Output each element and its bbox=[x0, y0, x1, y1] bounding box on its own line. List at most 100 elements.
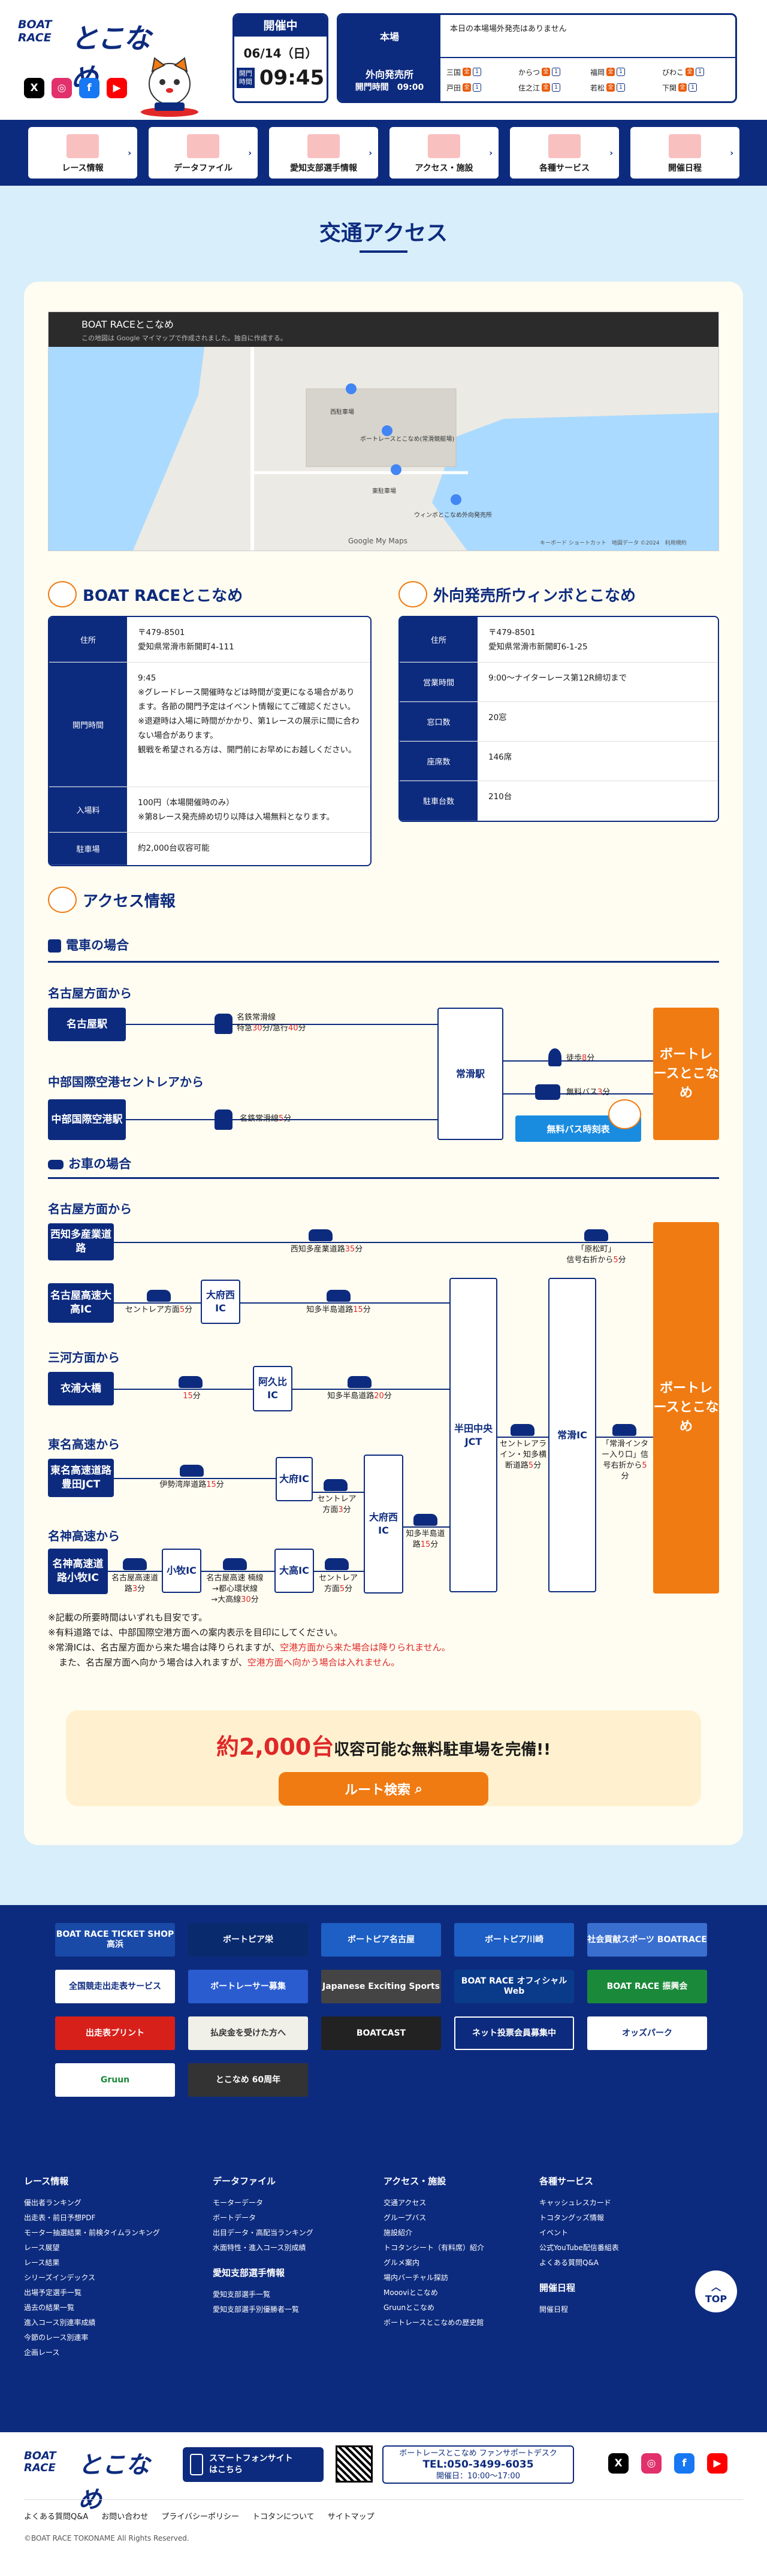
instagram-icon[interactable]: ◎ bbox=[52, 78, 72, 98]
footer-link[interactable]: イベント bbox=[539, 2229, 569, 2237]
footer-link[interactable]: 進入コース別連率成績 bbox=[24, 2318, 96, 2327]
banner-race-card[interactable]: 全国競走出走表サービス bbox=[55, 1970, 175, 2003]
banner-japanese-exciting[interactable]: Japanese Exciting Sports bbox=[321, 1970, 441, 2003]
google-map[interactable]: BOAT RACEとこなめ この地図は Google マイマップで作成されました… bbox=[48, 312, 719, 551]
chevron-right-icon: › bbox=[489, 149, 493, 158]
meishin-komaki-ic: 名神高速道路小牧IC bbox=[48, 1549, 108, 1594]
footer-link-contact[interactable]: お問い合わせ bbox=[101, 2512, 149, 2521]
table-value: 20窓 bbox=[488, 713, 507, 722]
footer-link[interactable]: グルメ案内 bbox=[384, 2258, 420, 2267]
footer-link[interactable]: ボートデータ bbox=[213, 2214, 256, 2222]
boat-race-logo[interactable]: BOAT RACE bbox=[18, 18, 52, 44]
footer-link[interactable]: 水面特性・進入コース別成績 bbox=[213, 2244, 306, 2252]
nav-aichi-racers[interactable]: 愛知支部選手情報› bbox=[269, 127, 378, 179]
banner-kawasaki[interactable]: ボートピア川崎 bbox=[454, 1923, 574, 1957]
footer-link[interactable]: 優出者ランキング bbox=[24, 2199, 81, 2207]
obu-west-ic: 大府西IC bbox=[201, 1280, 240, 1324]
banner-sakae[interactable]: ボートピア栄 bbox=[188, 1923, 308, 1957]
footer-link[interactable]: 施設紹介 bbox=[384, 2229, 413, 2237]
from-tomei-label: 東名高速から bbox=[48, 1437, 120, 1452]
footer-link[interactable]: 交通アクセス bbox=[384, 2199, 427, 2207]
centrair-station: 中部国際空港駅 bbox=[48, 1099, 126, 1140]
nav-access[interactable]: アクセス・施設› bbox=[389, 127, 499, 179]
footer-link-tokotan[interactable]: トコタンについて bbox=[252, 2512, 315, 2521]
footer-link-sitemap[interactable]: サイトマップ bbox=[327, 2512, 375, 2521]
facebook-icon[interactable]: f bbox=[79, 78, 99, 98]
meishin-route-3: セントレア方面5分 bbox=[318, 1574, 358, 1594]
map-pin-winbo[interactable]: ウィンボとこなめ外向発売所 bbox=[414, 512, 492, 519]
nav-services[interactable]: 各種サービス› bbox=[510, 127, 619, 179]
footer-link[interactable]: 出場予定選手一覧 bbox=[24, 2288, 82, 2297]
footer-link-privacy[interactable]: プライバシーポリシー bbox=[161, 2512, 240, 2521]
nav-schedule[interactable]: 開催日程› bbox=[630, 127, 739, 179]
footer-link[interactable]: Moooviとこなめ bbox=[384, 2288, 438, 2297]
banner-refund[interactable]: 払戻金を受けた方へ bbox=[188, 2016, 308, 2050]
footer-link[interactable]: 公式YouTube配信番組表 bbox=[539, 2244, 619, 2252]
footer-col-services: 各種サービス キャッシュレスカード トコタングッズ情報 イベント 公式YouTu… bbox=[539, 2175, 619, 2317]
footer-link[interactable]: 今節のレース別連率 bbox=[24, 2333, 89, 2342]
footer-boat-race-logo[interactable]: BOAT RACE bbox=[24, 2450, 56, 2474]
footer-link[interactable]: レース展望 bbox=[24, 2244, 60, 2252]
banner-boatcast[interactable]: BOATCAST bbox=[321, 2016, 441, 2050]
footer-tokoname-logo[interactable]: とこなめ bbox=[78, 2451, 150, 2514]
tokoname-logo[interactable]: とこなめ bbox=[71, 22, 151, 94]
footer-link-faq[interactable]: よくある質問Q&A bbox=[24, 2512, 89, 2521]
map-pin-east-parking[interactable]: 東駐車場 bbox=[372, 488, 396, 495]
banner-social[interactable]: 社会貢献スポーツ BOATRACE bbox=[587, 1923, 707, 1957]
banner-oddspark[interactable]: オッズパーク bbox=[587, 2016, 707, 2050]
footer-link[interactable]: シリーズインデックス bbox=[24, 2273, 96, 2282]
banner-60th[interactable]: とこなめ 60周年 bbox=[188, 2063, 308, 2097]
footer-link[interactable]: 場内バーチャル探訪 bbox=[384, 2273, 448, 2282]
sp-site-button[interactable]: スマートフォンサイトはこちら bbox=[183, 2447, 324, 2482]
table-label: 開門時間 bbox=[49, 663, 127, 787]
nav-data-file[interactable]: データファイル› bbox=[149, 127, 258, 179]
banner-nagoya[interactable]: ボートピア名古屋 bbox=[321, 1923, 441, 1957]
footer-link[interactable]: モーター抽選結果・前検タイムランキング bbox=[24, 2229, 160, 2237]
banner-official-web[interactable]: BOAT RACE オフィシャルWeb bbox=[454, 1970, 574, 2003]
back-to-top-button[interactable]: ︿TOP bbox=[695, 2270, 737, 2312]
footer-link[interactable]: 愛知支部選手一覧 bbox=[213, 2290, 271, 2299]
nav-race-info[interactable]: レース情報› bbox=[28, 127, 137, 179]
youtube-icon[interactable]: ▶ bbox=[107, 78, 127, 98]
instagram-icon[interactable]: ◎ bbox=[641, 2453, 662, 2474]
youtube-icon[interactable]: ▶ bbox=[707, 2453, 727, 2474]
footer-link[interactable]: キャッシュレスカード bbox=[539, 2199, 611, 2207]
footer-link[interactable]: グループバス bbox=[384, 2214, 427, 2222]
footer-link[interactable]: 出目データ・高配当ランキング bbox=[213, 2229, 313, 2237]
banner-net-vote[interactable]: ネット投票会員募集中 bbox=[454, 2016, 574, 2050]
footer-link[interactable]: トコタングッズ情報 bbox=[539, 2214, 605, 2222]
footer-link[interactable]: よくある質問Q&A bbox=[539, 2258, 599, 2267]
banner-print[interactable]: 出走表プリント bbox=[55, 2016, 175, 2050]
banner-promotion[interactable]: BOAT RACE 振興会 bbox=[587, 1970, 707, 2003]
footer-link[interactable]: トコタンシート（有料席）紹介 bbox=[384, 2244, 485, 2252]
footer-link[interactable]: 企画レース bbox=[24, 2348, 60, 2357]
x-icon[interactable]: X bbox=[24, 78, 44, 98]
footer-link[interactable]: モーターデータ bbox=[213, 2199, 264, 2207]
footer-link[interactable]: ボートレースとこなめの歴史館 bbox=[384, 2318, 484, 2327]
footer-link[interactable]: 開催日程 bbox=[539, 2305, 569, 2314]
footer-link[interactable]: Gruunとこなめ bbox=[384, 2303, 435, 2312]
ohtaka-ic: 大高IC bbox=[274, 1549, 314, 1593]
car-icon bbox=[48, 1160, 64, 1169]
banner-recruit[interactable]: ボートレーサー募集 bbox=[188, 1970, 308, 2003]
footer-link[interactable]: 愛知支部選手別優勝者一覧 bbox=[213, 2305, 300, 2314]
footer-link[interactable]: 出走表・前日予想PDF bbox=[24, 2214, 96, 2222]
map-pin-west-parking[interactable]: 西駐車場 bbox=[330, 409, 354, 416]
x-icon[interactable]: X bbox=[608, 2453, 629, 2474]
route-search-button[interactable]: ルート検索 ⌕ bbox=[279, 1772, 488, 1806]
nagoya-ohtaka-ic: 名古屋高速大高IC bbox=[48, 1283, 114, 1323]
map-pin-boat-race[interactable]: ボートレースとこなめ(常滑競艇場) bbox=[360, 436, 455, 443]
footer-link[interactable]: レース結果 bbox=[24, 2258, 60, 2267]
facebook-icon[interactable]: f bbox=[674, 2453, 694, 2474]
footer-link[interactable]: 過去の結果一覧 bbox=[24, 2303, 75, 2312]
banner-gruun[interactable]: Gruun bbox=[55, 2063, 175, 2097]
banner-takahama[interactable]: BOAT RACE TICKET SHOP 高浜 bbox=[55, 1923, 175, 1957]
